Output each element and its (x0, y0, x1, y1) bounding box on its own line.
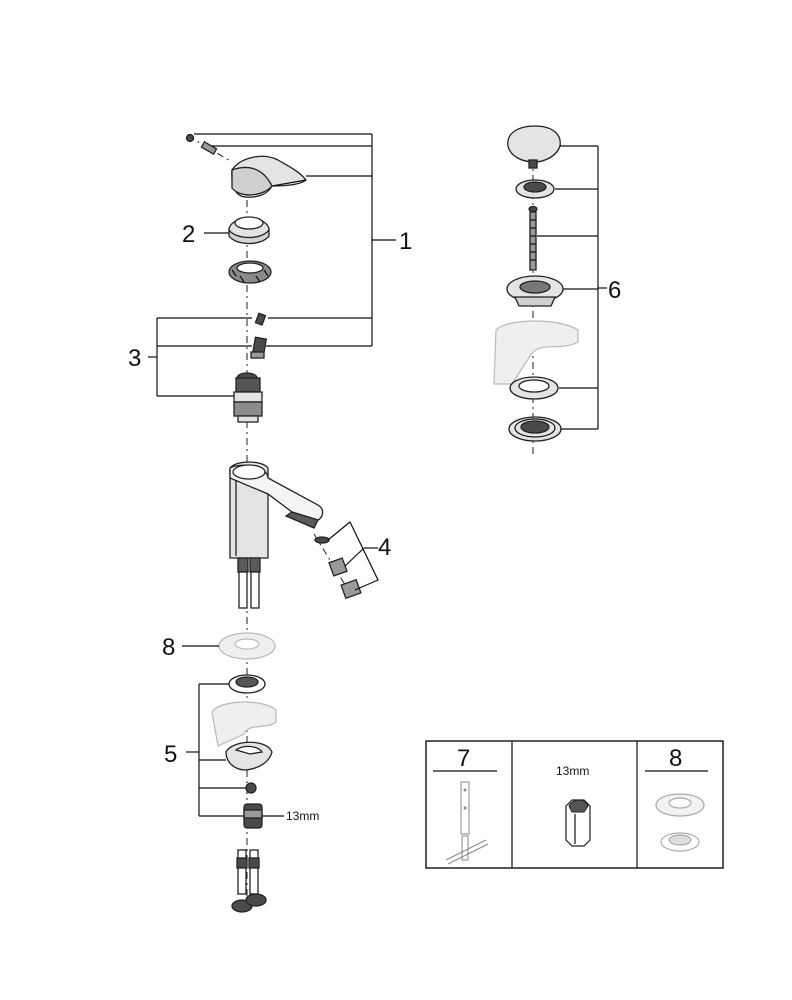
sink-section-ghost (211, 701, 277, 747)
hex-mounting-nut (243, 803, 263, 829)
socket-wrench-icon (565, 799, 591, 847)
small-screw (254, 312, 267, 326)
tools-col-number-8: 8 (669, 745, 682, 772)
lower-seal-ring (509, 376, 559, 400)
callout-bracket-3 (148, 317, 252, 397)
callout-bracket-1 (194, 133, 396, 347)
tools-table: 7 13mm 8 (425, 740, 724, 869)
hex-key-tool-icon (445, 781, 489, 865)
callout-8: 8 (162, 634, 175, 661)
popup-waste-assembly: 6 (493, 125, 621, 455)
tools-col-socket: 13mm (556, 764, 591, 847)
callout-bracket-6 (537, 145, 607, 430)
stem-adapter (250, 336, 268, 359)
callout-6: 6 (608, 277, 621, 304)
cartridge (233, 372, 263, 423)
callout-2: 2 (182, 221, 195, 248)
set-screw (185, 133, 218, 155)
callout-1: 1 (399, 228, 412, 255)
threaded-rod (528, 205, 538, 271)
gasket-spare-icon (655, 793, 705, 852)
gasket (218, 632, 276, 660)
callout-4: 4 (378, 534, 391, 561)
lever-handle (231, 155, 307, 198)
cover-cap (228, 216, 270, 245)
supply-hose-stubs (237, 557, 261, 609)
tools-col-number-7: 7 (457, 745, 470, 772)
faucet-body (229, 461, 324, 559)
flexible-hoses (231, 849, 267, 913)
callout-bracket-5 (186, 683, 246, 817)
tools-col-gasket: 8 (645, 745, 708, 852)
callout-3: 3 (128, 345, 141, 372)
mounting-washer (228, 674, 266, 694)
flange-ring (515, 179, 555, 199)
callout-5: 5 (164, 741, 177, 768)
wrench-size-label: 13mm (286, 809, 319, 823)
tools-col-key: 7 (433, 745, 497, 865)
horseshoe-bracket (225, 741, 273, 771)
aerator-parts (313, 533, 362, 600)
basin-section-ghost (493, 320, 579, 385)
callout-bracket-4 (327, 521, 379, 591)
drain-body (506, 275, 564, 307)
small-nut (245, 782, 257, 794)
tools-col-socket-label: 13mm (556, 764, 589, 778)
locking-nut (508, 416, 562, 442)
drain-plug-head (507, 125, 561, 169)
faucet-assembly: 1 2 3 4 8 5 (128, 133, 412, 913)
knurled-nut (228, 260, 272, 284)
